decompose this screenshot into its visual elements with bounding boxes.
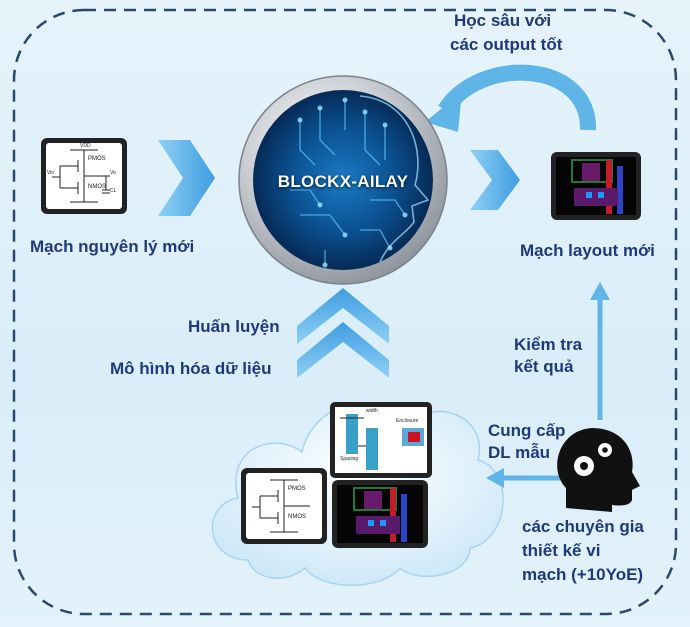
rule-spacing-text: Spacing (340, 456, 359, 462)
layout-card (551, 152, 641, 220)
experts-label-2: thiết kế vi (522, 541, 601, 560)
check-label-2: kết quả (514, 357, 574, 376)
new-schematic-label: Mạch nguyên lý mới (30, 237, 195, 256)
data-modeling-label: Mô hình hóa dữ liệu (110, 359, 272, 378)
experts-label-1: các chuyên gia (522, 517, 644, 536)
rule-width-text: width (366, 408, 378, 414)
cloud-pmos-text: PMOS (288, 486, 306, 492)
provide-label-2: DL mẫu (488, 443, 551, 462)
schematic-nmos-text: NMOS (88, 184, 106, 190)
rule-enclosure-text: Enclosure (396, 418, 419, 424)
deep-learning-label-2: các output tốt (450, 35, 563, 54)
check-arrow (590, 282, 610, 420)
provide-arrow (486, 468, 560, 488)
schematic-pmos-text: PMOS (88, 156, 106, 162)
provide-label-1: Cung cấp (488, 421, 566, 440)
training-label: Huấn luyện (188, 317, 280, 336)
schematic-cl-text: CL (110, 188, 117, 194)
experts-label-3: mạch (+10YoE) (522, 565, 644, 584)
schematic-card (41, 138, 127, 214)
deep-learning-label-1: Học sâu với (454, 11, 552, 30)
upward-chevrons (297, 288, 389, 378)
schematic-vin-text: Vin (47, 170, 55, 176)
cloud-layout-card (332, 480, 428, 548)
cloud-nmos-text: NMOS (288, 514, 306, 520)
check-label-1: Kiểm tra (514, 335, 583, 354)
feedback-arrow (425, 64, 597, 132)
brain-core (238, 75, 448, 285)
dashed-border (12, 8, 678, 616)
design-rule-card (330, 402, 432, 478)
expert-head-icon (557, 428, 640, 512)
schematic-vdd-text: VDD (80, 143, 91, 149)
center-title: BLOCKX-AILAY (277, 172, 409, 191)
flow-chevrons-left (158, 140, 215, 216)
flow-chevrons-right (470, 150, 520, 210)
schematic-vout-text: Vo (110, 170, 116, 176)
cloud-schematic-card (241, 468, 327, 544)
new-layout-label: Mạch layout mới (520, 241, 655, 260)
